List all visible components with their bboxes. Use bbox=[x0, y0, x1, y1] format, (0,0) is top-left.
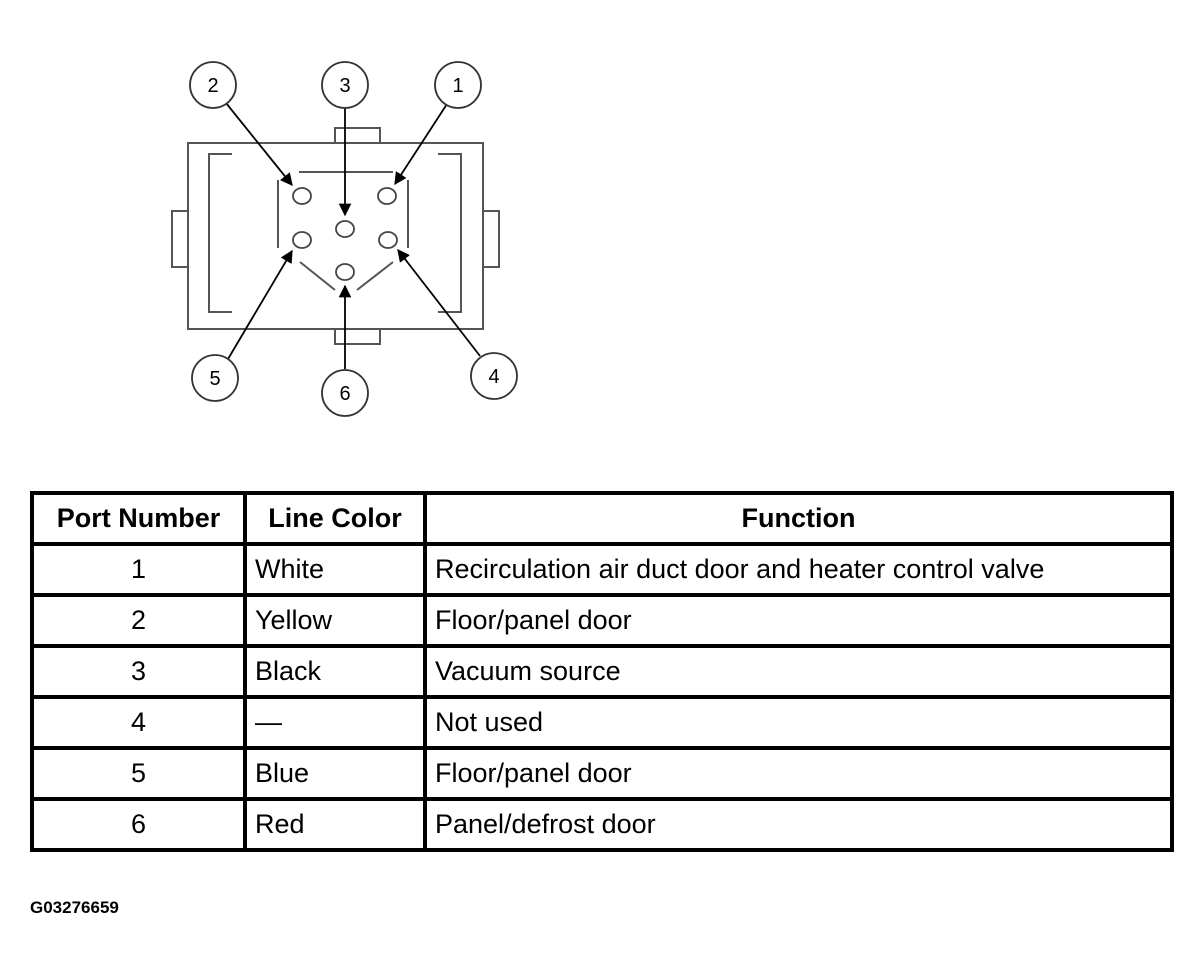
line-color-cell: Black bbox=[243, 644, 427, 699]
line-color-cell: Blue bbox=[243, 746, 427, 801]
table-row: 4 — Not used bbox=[30, 695, 1174, 750]
callout-label-5: 5 bbox=[209, 368, 220, 390]
function-cell: Floor/panel door bbox=[423, 593, 1174, 648]
figure-code: G03276659 bbox=[30, 898, 119, 917]
callout-circle-2 bbox=[189, 61, 237, 109]
callouts bbox=[189, 61, 518, 417]
line-color-cell: Yellow bbox=[243, 593, 427, 648]
callout-circle-6 bbox=[321, 369, 369, 417]
port-function-table: Port Number Line Color Function 1 White … bbox=[30, 491, 1174, 852]
port-number-cell: 4 bbox=[30, 695, 247, 750]
port-holes bbox=[292, 187, 398, 281]
table-header-row: Port Number Line Color Function bbox=[30, 491, 1174, 546]
connector-housing bbox=[171, 127, 500, 345]
table-row: 5 Blue Floor/panel door bbox=[30, 746, 1174, 801]
port-number-cell: 5 bbox=[30, 746, 247, 801]
function-cell: Recirculation air duct door and heater c… bbox=[423, 542, 1174, 597]
port-hole-4 bbox=[378, 231, 398, 249]
line-color-cell: — bbox=[243, 695, 427, 750]
callout-label-4: 4 bbox=[488, 366, 499, 388]
port-number-cell: 6 bbox=[30, 797, 247, 852]
table-row: 6 Red Panel/defrost door bbox=[30, 797, 1174, 852]
callout-label-6: 6 bbox=[339, 383, 350, 405]
header-function: Function bbox=[423, 491, 1174, 546]
callout-label-3: 3 bbox=[339, 75, 350, 97]
port-hole-6 bbox=[335, 263, 355, 281]
table-row: 2 Yellow Floor/panel door bbox=[30, 593, 1174, 648]
callout-circle-5 bbox=[191, 354, 239, 402]
function-cell: Vacuum source bbox=[423, 644, 1174, 699]
function-cell: Panel/defrost door bbox=[423, 797, 1174, 852]
table-row: 1 White Recirculation air duct door and … bbox=[30, 542, 1174, 597]
port-number-cell: 3 bbox=[30, 644, 247, 699]
arrow-2 bbox=[225, 102, 293, 186]
callout-circle-3 bbox=[321, 61, 369, 109]
line-color-cell: White bbox=[243, 542, 427, 597]
header-line-color: Line Color bbox=[243, 491, 427, 546]
port-hole-5 bbox=[292, 231, 312, 249]
port-hole-2 bbox=[292, 187, 312, 205]
arrow-5 bbox=[227, 249, 293, 360]
header-port-number: Port Number bbox=[30, 491, 247, 546]
table-row: 3 Black Vacuum source bbox=[30, 644, 1174, 699]
callout-circle-1 bbox=[434, 61, 482, 109]
line-color-cell: Red bbox=[243, 797, 427, 852]
port-number-cell: 2 bbox=[30, 593, 247, 648]
port-hole-3 bbox=[335, 220, 355, 238]
leader-arrows bbox=[225, 102, 481, 369]
callout-label-1: 1 bbox=[452, 75, 463, 97]
arrow-4 bbox=[397, 249, 481, 357]
callout-label-2: 2 bbox=[207, 75, 218, 97]
vacuum-connector-diagram: 2 3 1 5 6 4 bbox=[171, 61, 518, 417]
function-cell: Not used bbox=[423, 695, 1174, 750]
function-cell: Floor/panel door bbox=[423, 746, 1174, 801]
callout-labels: 2 3 1 5 6 4 bbox=[207, 75, 499, 405]
callout-circle-4 bbox=[470, 352, 518, 400]
arrow-1 bbox=[394, 103, 448, 186]
port-hole-1 bbox=[377, 187, 397, 205]
port-number-cell: 1 bbox=[30, 542, 247, 597]
